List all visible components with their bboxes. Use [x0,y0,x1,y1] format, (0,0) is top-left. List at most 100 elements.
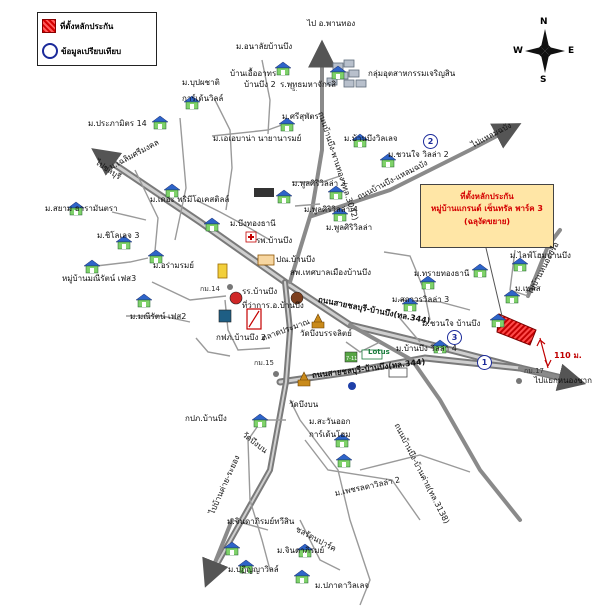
house-icon [419,275,437,290]
place-label: กฟภ.บ้านบึง 2 [216,333,266,342]
house-icon [203,217,221,232]
house-icon [237,559,255,574]
house-icon [329,65,347,80]
place-label: หมู่บ้านมณีรัตน์ เฟส3 [62,274,137,283]
distance-label: 110 ม. [554,351,582,360]
place-label: ม.มณีรัตน์ เฟส2 [130,312,187,321]
direction-nongchak: ไปแยกหนองชาก [534,376,593,385]
compass-n: N [540,17,548,27]
subject-callout: ที่ตั้งหลักประกัน หมู่บ้านแกรนด์ เซ็นทรั… [420,184,554,248]
legend-comparable-label: ข้อมูลเปรียบเทียบ [61,46,122,56]
house-icon [335,453,353,468]
km-14: กม.14 [200,285,220,293]
house-icon [333,433,351,448]
house-icon [351,133,369,148]
place-label: ม.ไลฟ์โฮมบ้านบึง [510,251,571,260]
place-label: ม.เพลส [515,284,541,293]
callout-line-1: ที่ตั้งหลักประกัน [460,192,514,201]
place-label: รร.บ้านบึง [242,287,278,296]
house-icon [83,259,101,274]
landmarks [217,188,522,390]
house-icon [293,569,311,584]
compass-rose-icon [525,29,565,73]
place-label: ม.ชิโลเลจ 3 [97,231,140,240]
legend-subject: ที่ตั้งหลักประกัน [42,19,113,33]
place-label: ม.เดอะ พริมีโอเคสติลล์ [150,195,230,204]
house-icon [147,249,165,264]
place-label: ม.ชวนใจ วิลล่า 2 [388,150,449,159]
comparable-1-badge: 1 [477,355,492,370]
place-label: ม.ประภามิตร 14 [88,119,147,128]
house-icon [183,95,201,110]
place-label: กปภ.บ้านบึง [185,414,227,423]
house-icon [511,257,529,272]
place-label: สพ.เทศบาลเมืองบ้านบึง [290,268,371,277]
place-label: วัดบึงบรรจลิตย์ [300,329,352,338]
place-label: รพ.บ้านบึง [256,236,293,245]
compass-w: W [513,46,523,56]
km-post-icon [227,284,233,290]
market-icon [290,291,304,305]
house-icon [67,201,85,216]
compass-s: S [540,75,547,85]
minor-roads [95,59,529,606]
house-icon [431,339,449,354]
callout-line-3: (ฉลุงัดขยาย) [463,216,511,226]
house-icon [151,115,169,130]
house-icon [331,207,349,222]
fuel-pump-icon [348,382,356,390]
place-label: ม.พูลศิริวิลล่า 3 [292,179,346,188]
place-label: ม.จินดาภิรมย์ทวีสิน [227,517,295,526]
place-label: การ์เด้นโฮม [309,430,351,439]
house-icon [401,297,419,312]
legend-comparable: ข้อมูลเปรียบเทียบ [42,43,121,59]
house-icon [223,541,241,556]
mail-icon [257,254,275,266]
place-label: ม.บ้านบึง วิลล่า 4 [396,344,457,353]
lotus-icon [361,349,383,360]
place-label: กลุ่มอุตสาหกรรมเจริญสิน [368,69,456,78]
comparable-3-badge: 3 [447,330,462,345]
hatched-swatch-icon [42,19,56,33]
place-label: ม.ปภาดาวิลเลจ [315,581,370,590]
temple-icons [297,313,325,387]
seven-eleven-label: 7-11 [346,356,358,362]
house-icon [327,185,345,200]
km-15: กม.15 [254,359,274,367]
place-label: ที่ว่าการ.อ.บ้านบึง [242,301,304,310]
place-label: ม.ศรีสุพัตร [282,112,319,121]
place-label: บ้านเอื้ออาทร [230,69,277,78]
house-icon [275,189,293,204]
house-icon [115,235,133,250]
house-icons [67,61,529,584]
place-label: การ์เด้นวิลล์ [182,94,224,103]
place-label: ปณ.บ้านบึง [276,255,316,264]
callout-line-2: หมู่บ้านแกรนด์ เซ็นทรัล พาร์ค 3 [431,204,543,214]
house-icon [471,263,489,278]
bank-label: ธ. [292,86,298,93]
legend: ที่ตั้งหลักประกัน ข้อมูลเปรียบเทียบ [37,12,157,66]
place-label: ม.เอเอบาน่า นายานารมย์ [213,134,302,143]
callout-pointer [485,247,503,317]
compass-e: E [568,46,575,56]
seven-eleven-icon [344,351,358,363]
place-label: ม.ทรายทองธานี [414,269,470,278]
school-icon [254,188,274,197]
house-icon [379,153,397,168]
bank-icon [388,367,408,378]
km-17: กม.17 [524,367,544,375]
place-label: ม.ชวนใจ บ้านบึง [422,319,481,328]
flag-icon [217,263,228,279]
place-label: ม.อร่ามรมย์ [153,261,194,270]
place-label: ม.สยาม ธารามันตรา [45,204,118,213]
place-label: ม.บึงทองธานี [230,219,276,228]
lotus-label: Lotus [368,348,390,356]
place-label: ม.สถาวรวิลล่า 3 [392,295,450,304]
place-label: ม.บ้านบึงวิลเลจ [344,134,398,143]
place-label: ร.พุทธมหาจักรสิ [280,80,337,89]
house-icon [274,61,292,76]
place-label: วัดบึงบน [289,400,319,409]
fuel-station-icon [229,291,243,305]
place-label: ม.อนาลัยบ้านบึง [236,42,293,51]
house-icon [135,293,153,308]
